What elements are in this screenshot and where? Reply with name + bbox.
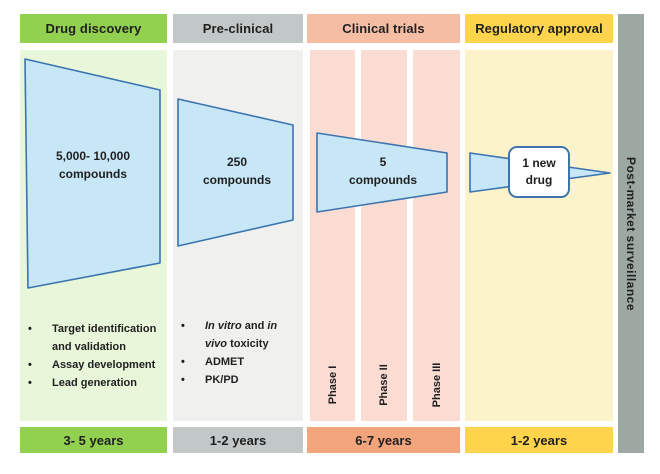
new-drug-line1: 1 new [522,156,556,170]
bullet-target-identification: Target identification and validation [20,320,160,356]
new-drug-line2: drug [525,173,553,187]
compound-unit: compounds [349,173,417,187]
duration-regulatory-approval: 1-2 years [465,427,613,453]
post-market-surveillance-label: Post-market surveillance [624,156,639,311]
body-drug-discovery: Target identification and validation Ass… [20,50,167,421]
body-pre-clinical: In vitro and in vivo toxicity ADMET PK/P… [173,50,303,421]
funnel-label-pre-clinical: 250 compounds [177,153,297,189]
phase-1-label: Phase I [327,365,339,405]
header-clinical-trials: Clinical trials [307,14,460,43]
body-regulatory-approval [465,50,613,421]
bullet-lead-generation: Lead generation [20,374,160,392]
header-regulatory-approval: Regulatory approval [465,14,613,43]
header-drug-discovery: Drug discovery [20,14,167,43]
bullet-admet: ADMET [173,353,299,371]
phase-1-strip [310,50,355,421]
bullet-pkpd: PK/PD [173,371,299,389]
drug-discovery-bullet-list: Target identification and validation Ass… [20,320,160,392]
duration-pre-clinical: 1-2 years [173,427,303,453]
compound-unit: compounds [59,167,127,181]
compound-unit: compounds [203,173,271,187]
body-clinical-trials [307,50,460,421]
funnel-label-clinical-trials: 5 compounds [323,153,443,189]
pre-clinical-bullet-list: In vitro and in vivo toxicity ADMET PK/P… [173,317,299,389]
new-drug-callout-box: 1 new drug [508,146,570,198]
duration-clinical-trials: 6-7 years [307,427,460,453]
funnel-label-drug-discovery: 5,000- 10,000 compounds [33,147,153,183]
phase-2-strip [361,50,407,421]
duration-drug-discovery: 3- 5 years [20,427,167,453]
header-pre-clinical: Pre-clinical [173,14,303,43]
bullet-in-vitro-in-vivo-toxicity: In vitro and in vivo toxicity [173,317,299,353]
compound-count: 5,000- 10,000 [55,149,131,163]
phase-2-label: Phase II [378,364,390,406]
compound-count: 250 [226,155,248,169]
post-market-surveillance-bar: Post-market surveillance [618,14,644,453]
phase-3-strip [413,50,460,421]
compound-count: 5 [379,155,387,169]
phase-3-label: Phase III [431,362,443,408]
bullet-assay-development: Assay development [20,356,160,374]
